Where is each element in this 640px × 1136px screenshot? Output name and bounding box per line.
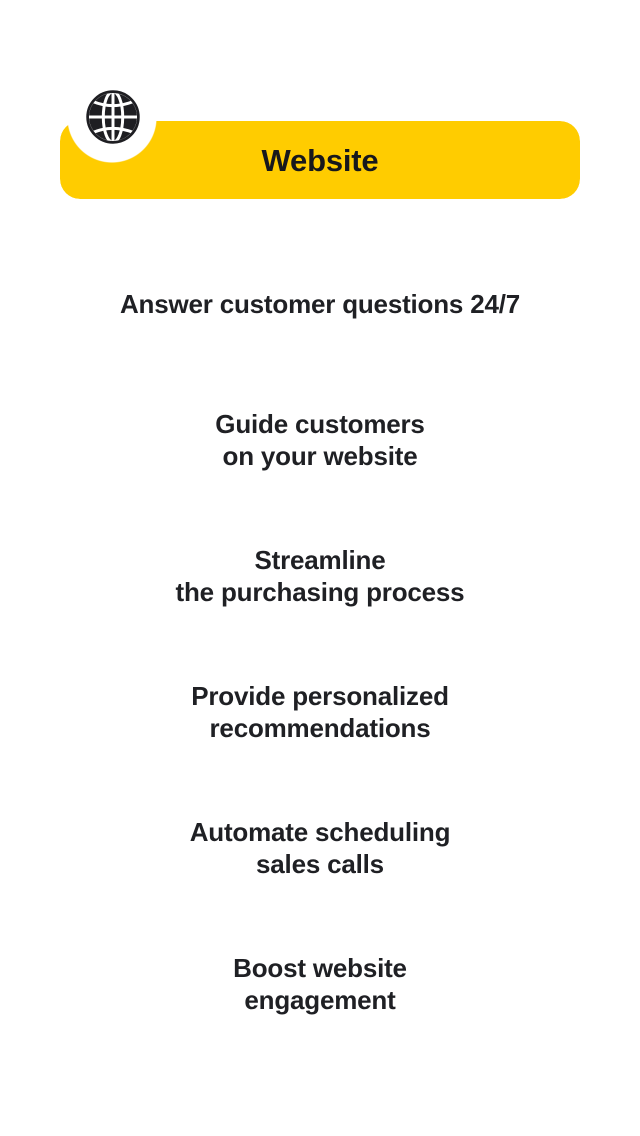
feature-text: Answer customer questions 24/7 (96, 288, 544, 320)
feature-line: recommendations (209, 713, 431, 743)
feature-line: Boost website (233, 952, 407, 983)
feature-line: Answer customer questions 24/7 (119, 288, 521, 319)
globe-icon (86, 90, 140, 144)
feature-item-automate-scheduling: Automate scheduling sales calls (0, 780, 640, 916)
feature-line: Streamline (254, 544, 386, 575)
feature-text: Provide personalized recommendations (167, 680, 473, 744)
feature-line: the purchasing process (175, 577, 465, 607)
feature-item-streamline-purchasing: Streamline the purchasing process (0, 508, 640, 644)
page-title: Website (261, 142, 379, 178)
feature-text: Streamline the purchasing process (152, 544, 489, 608)
feature-line: engagement (244, 985, 396, 1015)
feature-line: on your website (222, 441, 418, 471)
feature-item-boost-engagement: Boost website engagement (0, 916, 640, 1052)
header-section: Website (0, 0, 640, 230)
feature-text: Boost website engagement (209, 952, 431, 1016)
feature-item-answer-customer-questions: Answer customer questions 24/7 (0, 236, 640, 372)
feature-line: Guide customers (215, 408, 425, 439)
feature-list: Answer customer questions 24/7 Guide cus… (0, 236, 640, 1052)
feature-line: sales calls (256, 849, 384, 879)
feature-item-provide-recommendations: Provide personalized recommendations (0, 644, 640, 780)
website-badge (60, 121, 580, 199)
feature-text: Automate scheduling sales calls (166, 816, 475, 880)
feature-line: Provide personalized (191, 680, 449, 711)
feature-item-guide-customers: Guide customers on your website (0, 372, 640, 508)
feature-line: Automate scheduling (189, 816, 451, 847)
feature-text: Guide customers on your website (191, 408, 448, 472)
